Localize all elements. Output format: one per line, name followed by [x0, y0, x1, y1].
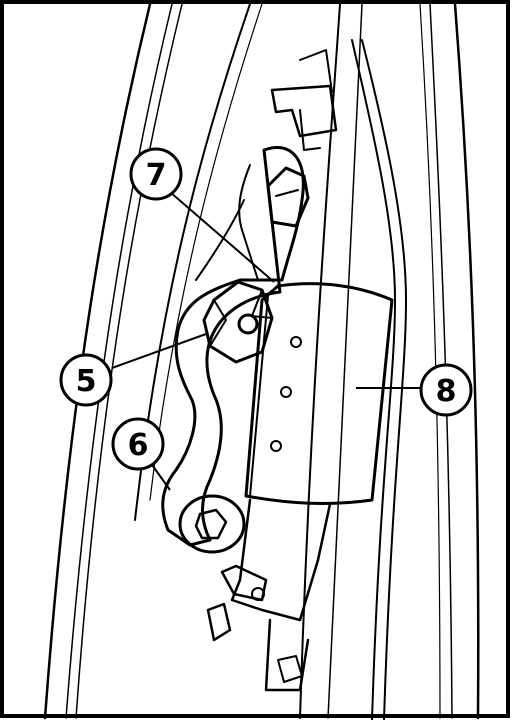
lower-screw — [251, 587, 265, 601]
callout-5: 5 — [59, 353, 113, 407]
callout-8-label: 8 — [436, 374, 457, 409]
callout-6-label: 6 — [128, 428, 149, 463]
hex-nut — [202, 280, 274, 364]
callout-5-label: 5 — [76, 364, 97, 399]
callout-7-label: 7 — [146, 158, 167, 193]
callout-6: 6 — [111, 417, 165, 471]
lever-link-plate — [161, 146, 305, 547]
lower-pivot-bolt — [178, 494, 246, 554]
wiring-cable — [351, 39, 407, 720]
housing-screw-1 — [290, 336, 302, 348]
housing-screw-2 — [280, 386, 292, 398]
callout-7: 7 — [129, 147, 183, 201]
leader-lines — [111, 191, 422, 491]
callout-8: 8 — [419, 363, 473, 417]
upper-pivot-nut — [266, 166, 310, 228]
upper-clip-bracket — [270, 49, 338, 151]
motor-housing — [244, 282, 394, 505]
lower-mechanism — [206, 498, 332, 692]
housing-screw-3 — [270, 440, 282, 452]
nut-stud — [237, 313, 259, 335]
